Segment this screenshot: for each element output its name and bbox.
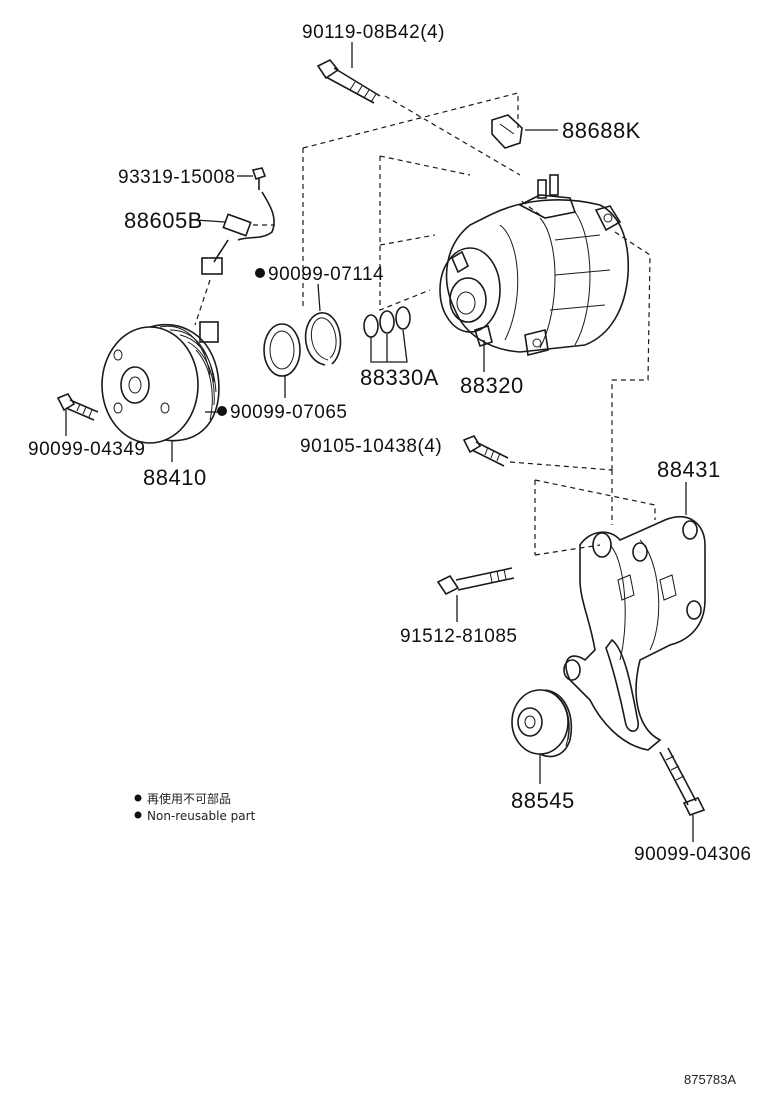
washer-drawing[interactable] (263, 323, 301, 398)
snap-ring-drawing[interactable] (304, 283, 342, 366)
legend-text-en: Non-reusable part (147, 809, 256, 823)
bracket-small-drawing[interactable] (491, 114, 558, 149)
label-idler-pulley[interactable]: 88545 (511, 788, 575, 813)
label-clutch-bolt[interactable]: 90099-04349 (28, 439, 146, 460)
label-mount-bracket[interactable]: 88431 (657, 457, 721, 482)
label-washer[interactable]: 90099-07065 (230, 402, 348, 423)
legend-dot-ja (134, 794, 142, 802)
legend-dot-en (134, 811, 142, 819)
lower-bolt-drawing[interactable] (659, 747, 706, 842)
legend-text-ja: 再使用不可部品 (147, 791, 231, 806)
assembly-guide-lines (194, 92, 656, 556)
label-clutch-pulley[interactable]: 88410 (143, 465, 207, 490)
illustration-id: 875783A (684, 1072, 736, 1087)
label-bolt-top[interactable]: 90119-08B42(4) (302, 22, 445, 43)
label-mount-bolts[interactable]: 90105-10438(4) (300, 436, 442, 457)
non-reusable-dot (255, 268, 265, 278)
non-reusable-dot (217, 406, 227, 416)
label-long-bolt[interactable]: 91512-81085 (400, 626, 518, 647)
clutch-bolt-drawing[interactable] (56, 393, 99, 436)
mount-bracket-drawing[interactable] (563, 482, 706, 751)
bolt-top-drawing[interactable] (316, 42, 381, 104)
label-wire-harness[interactable]: 88605B (124, 208, 203, 233)
label-screw[interactable]: 93319-15008 (118, 167, 236, 188)
label-snap-ring[interactable]: 90099-07114 (268, 264, 384, 285)
label-compressor[interactable]: 88320 (460, 373, 524, 398)
wire-harness-drawing[interactable] (195, 191, 275, 275)
label-o-rings[interactable]: 88330A (360, 365, 439, 390)
label-lower-bolt[interactable]: 90099-04306 (634, 844, 752, 865)
part-labels: 90119-08B42(4) 88688K 93319-15008 88605B… (28, 22, 752, 865)
compressor-drawing[interactable] (439, 174, 630, 372)
legend: 再使用不可部品 Non-reusable part (134, 791, 256, 823)
clutch-pulley-drawing[interactable] (101, 321, 220, 462)
long-bolt-drawing[interactable] (436, 567, 515, 622)
idler-pulley-drawing[interactable] (511, 689, 572, 784)
screw-drawing[interactable] (237, 167, 267, 190)
label-bracket-small[interactable]: 88688K (562, 118, 641, 143)
o-rings-drawing[interactable] (363, 306, 411, 363)
mount-bolts-drawing[interactable] (462, 435, 509, 467)
